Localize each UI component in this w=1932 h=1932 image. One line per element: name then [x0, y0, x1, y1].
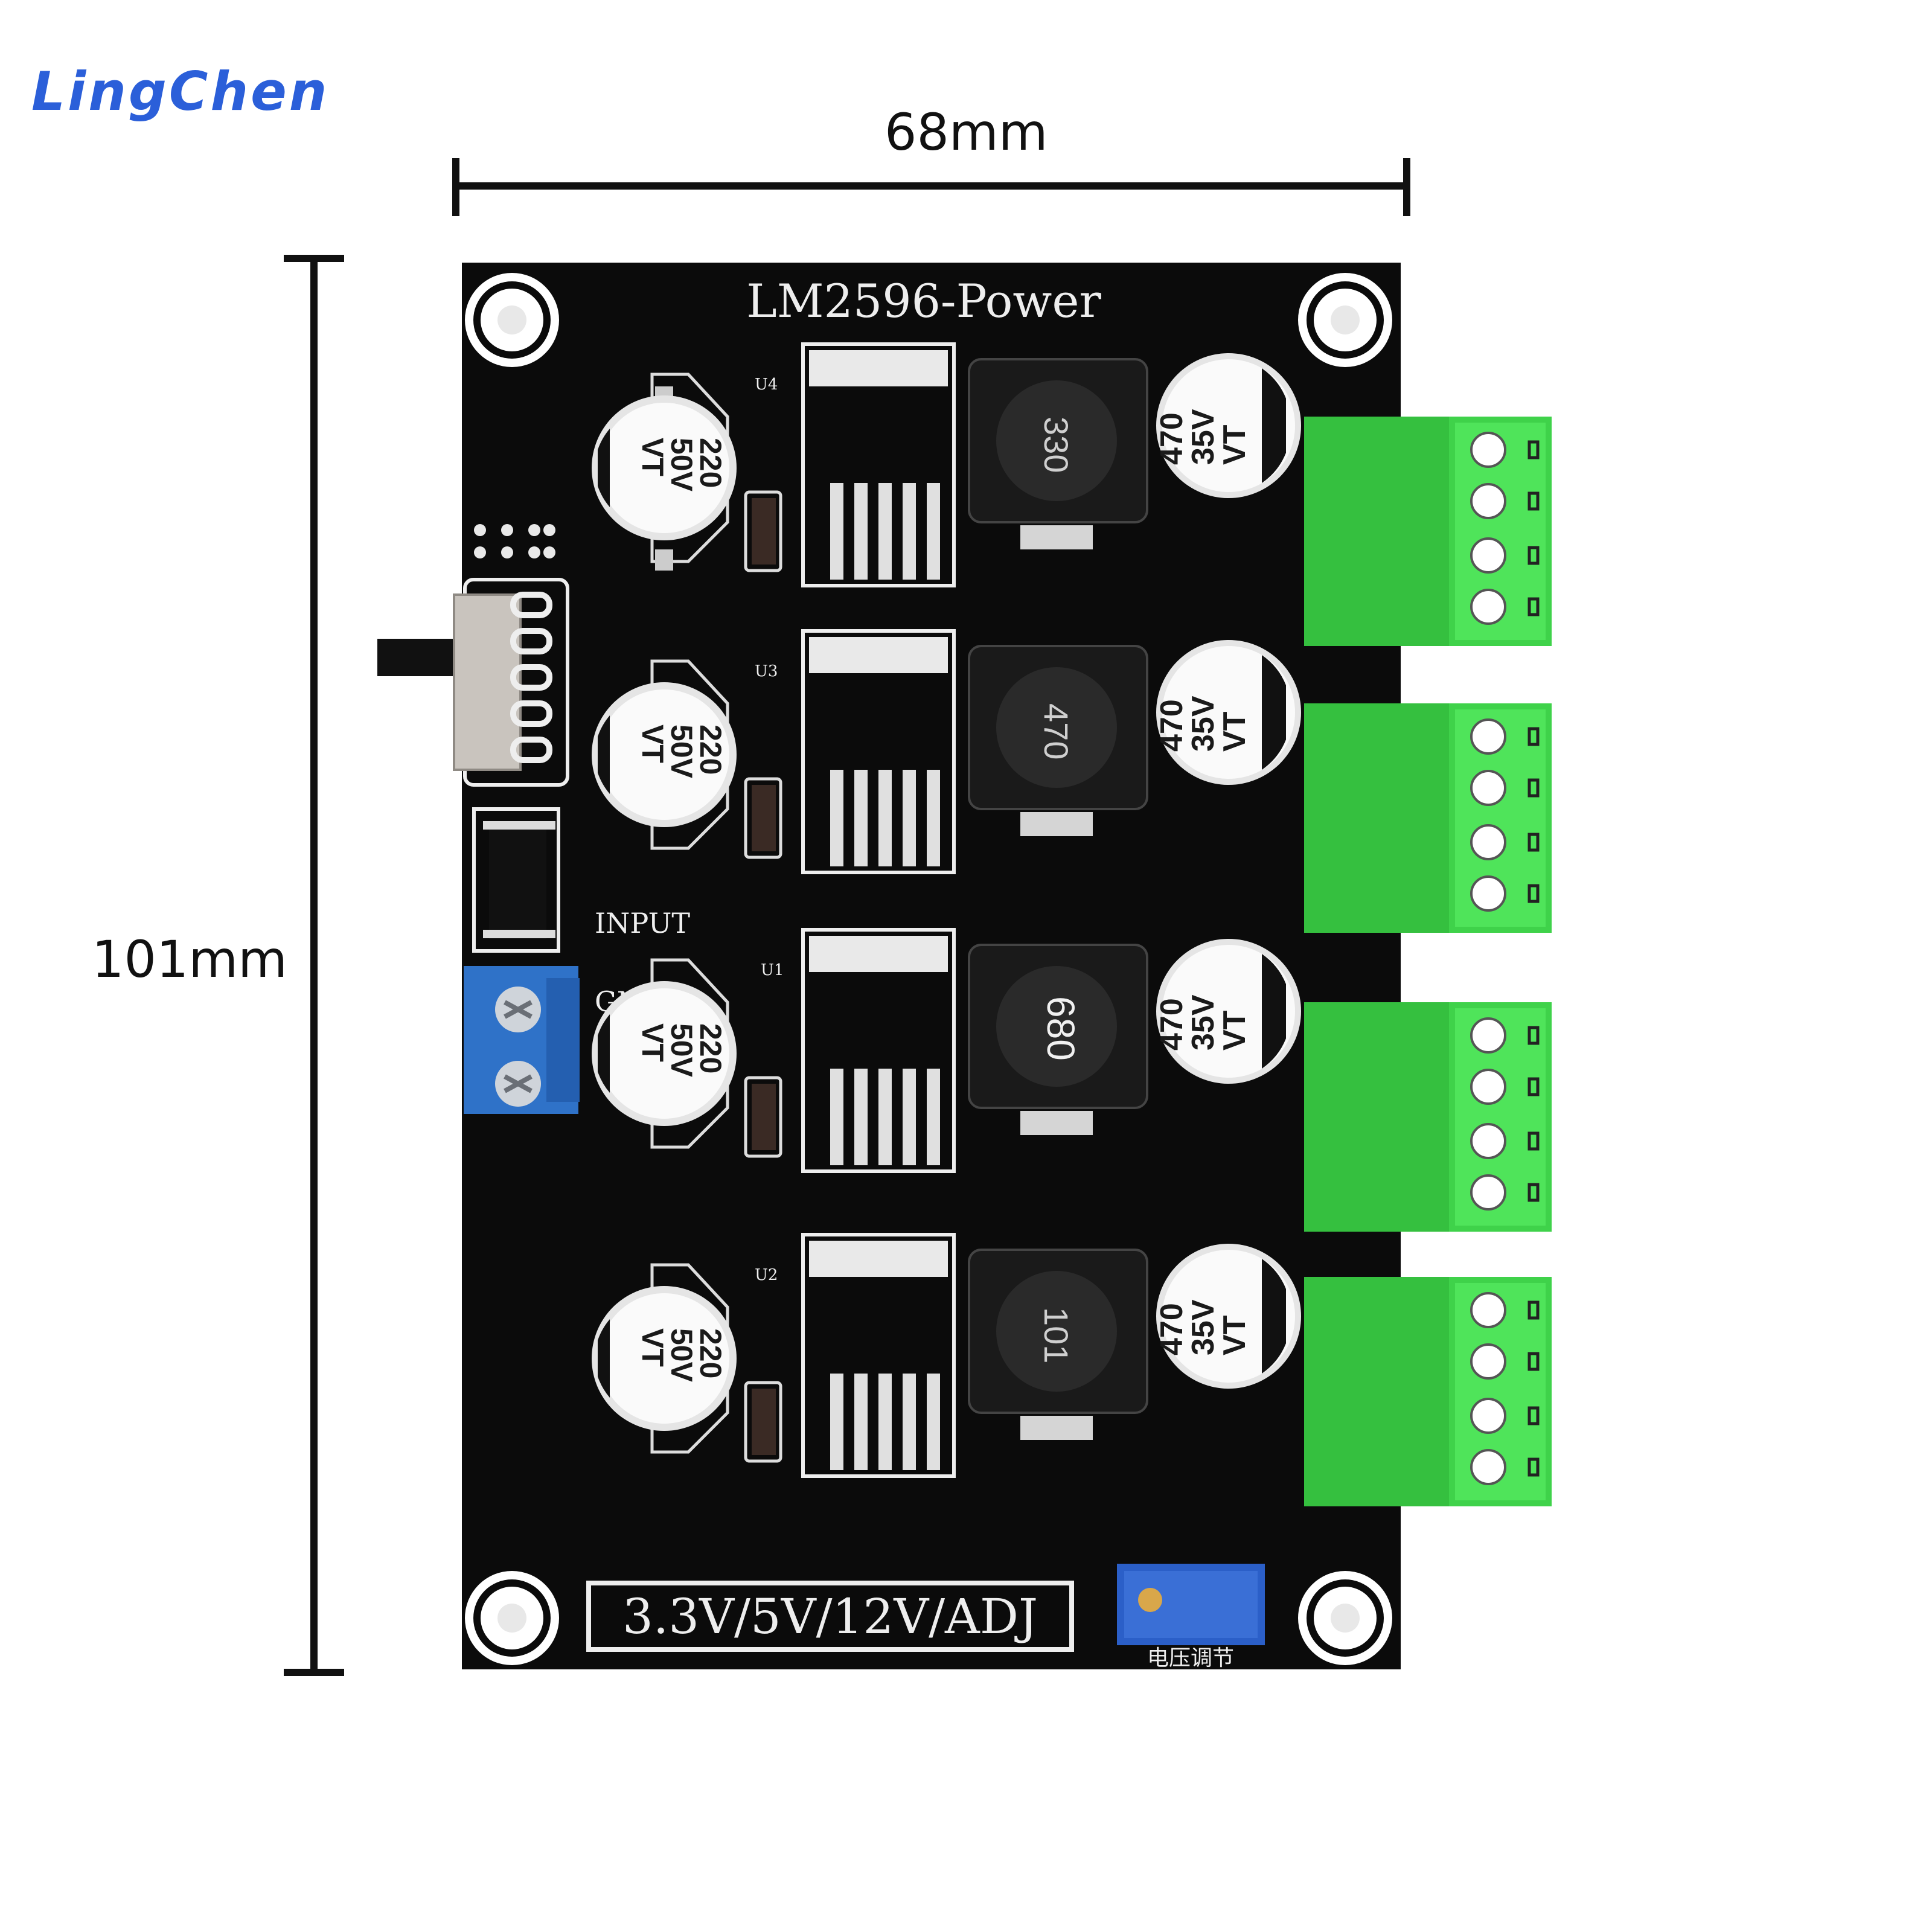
output-terminal-1	[1304, 417, 1552, 646]
input-terminal-block	[464, 966, 580, 1114]
svg-text:35V: 35V	[1186, 1299, 1221, 1355]
svg-text:680: 680	[1039, 996, 1083, 1061]
svg-text:U4: U4	[755, 376, 778, 394]
svg-text:470: 470	[1154, 412, 1189, 465]
voltage-label-box: 3.3V/5V/12V/ADJ	[586, 1581, 1074, 1652]
regulator-1: U4	[755, 342, 956, 587]
svg-text:220: 220	[694, 1023, 728, 1073]
power-switch	[377, 524, 569, 787]
svg-text:VT: VT	[636, 438, 670, 476]
svg-text:VT: VT	[1217, 424, 1252, 465]
svg-text:3.3V/5V/12V/ADJ: 3.3V/5V/12V/ADJ	[622, 1588, 1038, 1645]
input-capacitor-1: 220 50V VT	[592, 373, 737, 571]
svg-text:35V: 35V	[1186, 994, 1221, 1051]
channel-3: 220 50V VT U1 680 470 35V VT	[592, 928, 1552, 1232]
svg-text:470: 470	[1154, 1303, 1189, 1355]
inductor-1: 330	[968, 358, 1148, 549]
svg-text:VT: VT	[636, 1023, 670, 1062]
svg-text:U1: U1	[761, 961, 784, 979]
svg-text:VT: VT	[1217, 1315, 1252, 1355]
channel-2: 220 50V VT U3 470 470 35V VT	[592, 629, 1552, 933]
input-diode	[472, 807, 560, 953]
svg-text:50V: 50V	[665, 724, 699, 779]
svg-text:101: 101	[1037, 1307, 1075, 1363]
brand-logo: LingChen	[31, 60, 330, 123]
svg-text:VT: VT	[1217, 711, 1252, 752]
potentiometer: 电压调节	[1117, 1564, 1265, 1671]
svg-text:35V: 35V	[1186, 409, 1221, 465]
svg-text:50V: 50V	[665, 1328, 699, 1383]
svg-text:470: 470	[1154, 998, 1189, 1051]
svg-text:50V: 50V	[665, 438, 699, 492]
channel-4: 220 50V VT U2 101 470 35V VT	[592, 1233, 1552, 1506]
height-dimension-label: 101mm	[92, 930, 287, 989]
width-dimension-line	[452, 158, 1410, 216]
output-capacitor-1: 470 35V VT	[1154, 353, 1301, 498]
svg-text:VT: VT	[636, 1328, 670, 1367]
svg-text:50V: 50V	[665, 1023, 699, 1078]
svg-text:VT: VT	[636, 724, 670, 763]
svg-text:220: 220	[694, 438, 728, 488]
width-dimension-label: 68mm	[884, 103, 1048, 162]
svg-text:470: 470	[1154, 699, 1189, 752]
mounting-holes	[465, 273, 1392, 1665]
svg-text:220: 220	[694, 1328, 728, 1378]
svg-text:330: 330	[1037, 417, 1075, 473]
svg-text:220: 220	[694, 724, 728, 775]
svg-text:35V: 35V	[1186, 696, 1221, 752]
svg-text:470: 470	[1037, 703, 1075, 760]
svg-text:电压调节: 电压调节	[1147, 1646, 1234, 1671]
height-dimension-line	[284, 255, 344, 1676]
svg-text:U2: U2	[755, 1266, 778, 1284]
svg-text:U3: U3	[755, 662, 778, 680]
svg-text:VT: VT	[1217, 1010, 1252, 1051]
board-title: LM2596-Power	[746, 274, 1101, 328]
channel-1: 220 50V VT U4 330 470 35V VT	[592, 342, 1552, 646]
input-label: INPUT	[595, 907, 690, 939]
